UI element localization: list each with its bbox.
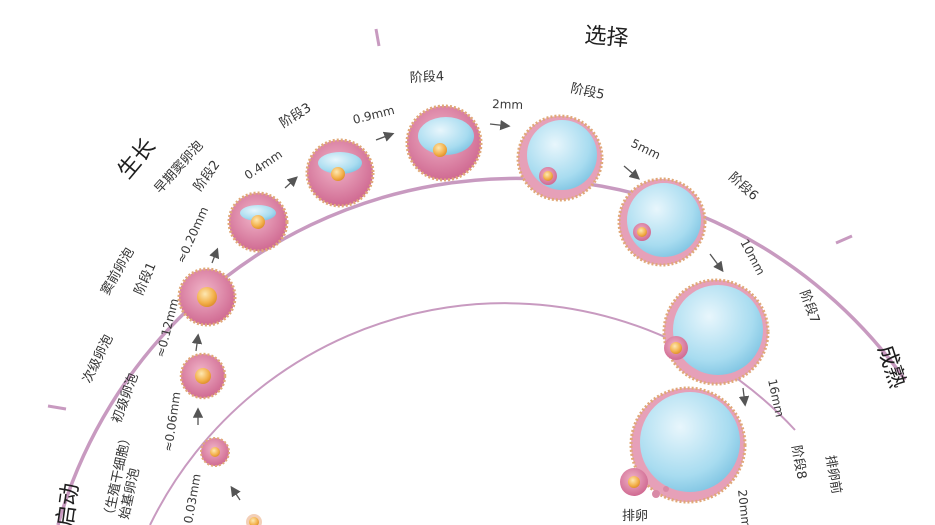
phase-tick-3 — [835, 234, 853, 245]
size-label-09: 0.9mm — [351, 103, 396, 127]
stage-label-7: 阶段7 — [796, 288, 822, 325]
arrow-8 — [623, 165, 640, 180]
arrow-1 — [230, 485, 241, 501]
size-label-2: 2mm — [492, 97, 523, 112]
size-label-012: ≈0.12mm — [153, 297, 181, 359]
size-label-006: ≈0.06mm — [161, 391, 183, 453]
phase-label-growth: 生长 — [113, 134, 160, 184]
follicle-stage3 — [305, 138, 375, 208]
size-label-5: 5mm — [629, 136, 663, 162]
phase-label-selection: 选择 — [583, 23, 629, 52]
name-preantral: 窦前卵泡 — [98, 245, 138, 298]
stage-label-2: 阶段2 — [191, 158, 223, 195]
progression-arrows — [191, 119, 750, 501]
name-secondary: 次级卵泡 — [79, 332, 116, 386]
stage-label-6: 阶段6 — [725, 170, 761, 204]
follicle-stage7 — [662, 278, 770, 386]
arrow-9 — [709, 253, 724, 273]
stage-label-4: 阶段4 — [409, 69, 444, 86]
size-label-020: ≈0.20mm — [174, 205, 211, 266]
size-label-04: 0.4mm — [242, 147, 285, 182]
arrow-5 — [284, 176, 298, 189]
size-label-20: 20mm — [735, 489, 753, 525]
size-label-003: 0.03mm — [181, 473, 203, 525]
arrow-7 — [489, 119, 511, 131]
size-label-16: 16mm — [765, 378, 787, 419]
arrow-10 — [738, 387, 750, 407]
name-pre-ovulatory: 排卵前 — [822, 454, 845, 495]
follicle-stage8 — [620, 386, 747, 504]
follicle-stage5 — [516, 114, 604, 202]
phase-label-start: 启动 — [53, 482, 84, 525]
follicle-stage6 — [617, 177, 707, 267]
stage-label-5: 阶段5 — [569, 81, 606, 103]
stage-label-3: 阶段3 — [277, 101, 314, 132]
outer-ring-arc — [56, 176, 907, 525]
arrow-6 — [375, 131, 395, 142]
stage-label-8: 阶段8 — [788, 444, 809, 480]
follicle-primary — [200, 437, 230, 467]
stage-label-1: 阶段1 — [132, 260, 160, 297]
phase-tick-2 — [374, 28, 381, 47]
arrow-3 — [191, 333, 203, 352]
follicle-stage4 — [405, 104, 483, 182]
follicle-preantral — [177, 267, 237, 327]
follicle-secondary — [179, 352, 227, 400]
phase-label-maturation: 成熟 — [872, 342, 909, 392]
phase-tick-1 — [47, 404, 67, 411]
follicle-primordial — [246, 514, 262, 525]
size-label-10: 10mm — [737, 237, 768, 278]
follicle-early-antral-stage2 — [227, 191, 289, 253]
arrow-4 — [209, 247, 220, 264]
name-ovulation: 排卵 — [622, 509, 648, 524]
